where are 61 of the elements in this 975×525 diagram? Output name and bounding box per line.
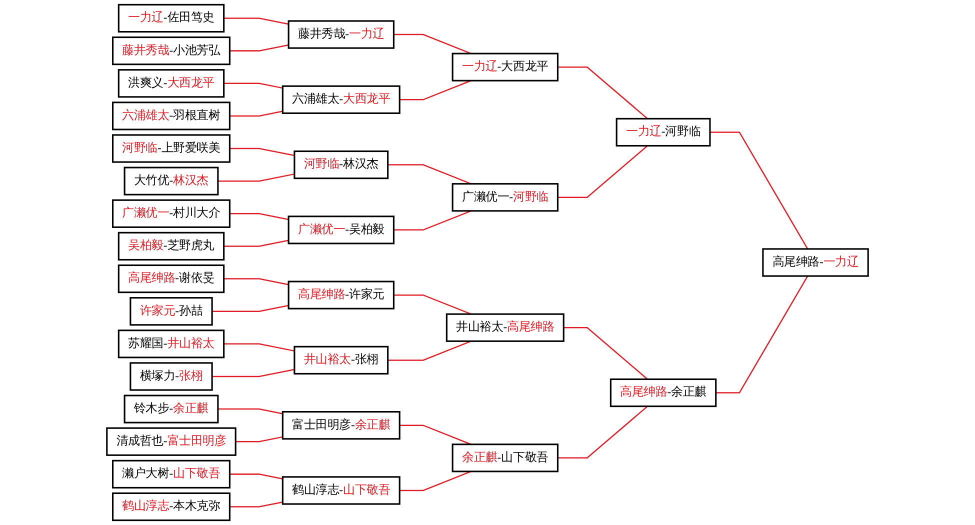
connector: [224, 278, 289, 286]
connector: [558, 66, 648, 120]
node-box: 许家元-孙喆: [130, 297, 213, 326]
connector: [212, 304, 289, 312]
connector: [230, 501, 283, 508]
connector: [230, 110, 283, 117]
node-box: 广濑优一-吴柏毅: [288, 216, 394, 244]
node-box: 六浦雄太-羽根直树: [112, 102, 230, 130]
connector: [224, 240, 289, 247]
node-box: 鹤山淳志-山下敬吾: [282, 476, 400, 505]
connector: [236, 436, 283, 442]
node-box: 铃木步-余正麒: [124, 394, 219, 424]
connector: [394, 294, 472, 315]
node-box: 高尾绅路-余正麒: [610, 378, 717, 408]
node-box: 藤井秀哉-小池芳弘: [112, 36, 230, 66]
connector: [230, 44, 289, 52]
node-box: 藤井秀哉-一力辽: [288, 20, 394, 49]
node-box: 六浦雄太-大西龙平: [282, 85, 400, 114]
connector: [224, 343, 295, 352]
connector: [388, 340, 472, 361]
connector: [710, 132, 808, 250]
connector: [564, 327, 648, 380]
node-box: 一力辽-大西龙平: [452, 52, 559, 82]
node-box: 洪爽义-大西龙平: [118, 69, 225, 98]
connector: [230, 474, 283, 480]
connector: [400, 424, 472, 445]
node-box: 濑户大树-山下敬吾: [112, 460, 230, 489]
node-box: 横塚力-张栩: [130, 362, 213, 391]
node-box: 井山裕太-张栩: [294, 346, 389, 375]
connector: [218, 408, 283, 414]
node-box: 一力辽-佐田笃史: [118, 4, 225, 33]
node-box: 广濑优一-河野临: [452, 183, 559, 212]
connector: [218, 173, 295, 182]
connector: [394, 34, 472, 54]
connector: [400, 80, 472, 100]
connector: [558, 406, 648, 459]
node-box: 苏耀国-井山裕太: [118, 330, 225, 358]
node-box: 鹤山淳志-本木克弥: [112, 492, 230, 522]
connector: [394, 210, 472, 231]
connector: [716, 276, 808, 394]
node-box: 余正麒-山下敬吾: [452, 444, 559, 472]
connector: [388, 164, 472, 184]
node-box: 广濑优一-村川大介: [112, 199, 230, 228]
connector: [400, 470, 472, 492]
node-box: 富士田明彦-余正麒: [282, 411, 400, 440]
connector: [230, 213, 289, 220]
node-box: 高尾绅路-谢依旻: [118, 264, 225, 294]
node-box: 一力辽-河野临: [616, 118, 711, 147]
node-box: 河野临-林汉杰: [294, 150, 389, 180]
node-box: 高尾绅路-一力辽: [762, 248, 869, 277]
connector: [212, 368, 295, 378]
connector: [224, 18, 289, 25]
node-box: 清成哲也-富士田明彦: [106, 427, 236, 456]
node-box: 大竹优-林汉杰: [124, 166, 219, 196]
node-box: 井山裕太-高尾绅路: [446, 313, 564, 342]
connector: [230, 148, 295, 156]
node-box: 高尾绅路-许家元: [288, 280, 394, 310]
connector: [558, 145, 648, 198]
node-box: 吴柏毅-芝野虎丸: [118, 232, 225, 261]
connector: [224, 82, 283, 89]
node-box: 河野临-上野爱咲美: [112, 134, 230, 163]
